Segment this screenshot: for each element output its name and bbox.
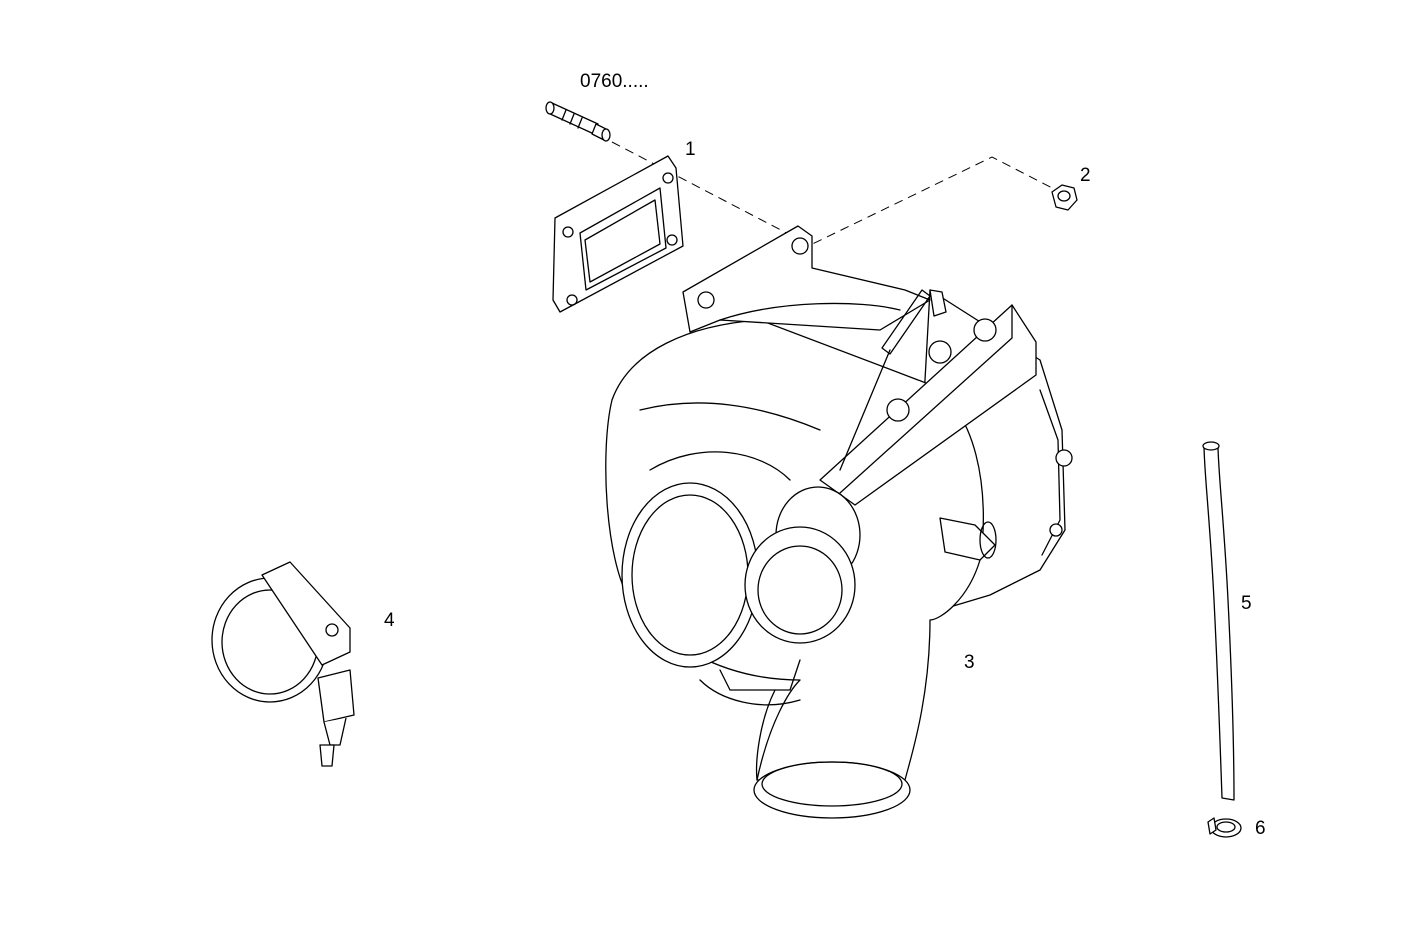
turbocharger: [605, 225, 1073, 819]
callout-4: 4: [384, 610, 395, 631]
callout-6: 6: [1255, 818, 1266, 839]
hex-nut: [1051, 184, 1078, 211]
v-band-clamp: [211, 561, 355, 767]
callout-2: 2: [1080, 165, 1091, 186]
stud-bolt: [545, 101, 611, 142]
callout-1: 1: [685, 139, 696, 160]
hose: [1202, 441, 1235, 801]
callout-3: 3: [964, 652, 975, 673]
callout-5: 5: [1241, 593, 1252, 614]
gasket: [552, 155, 684, 313]
hose-clip: [1207, 817, 1242, 838]
assembly-guide-lines: [611, 141, 1057, 251]
reference-code-label: 0760.....: [580, 71, 649, 92]
